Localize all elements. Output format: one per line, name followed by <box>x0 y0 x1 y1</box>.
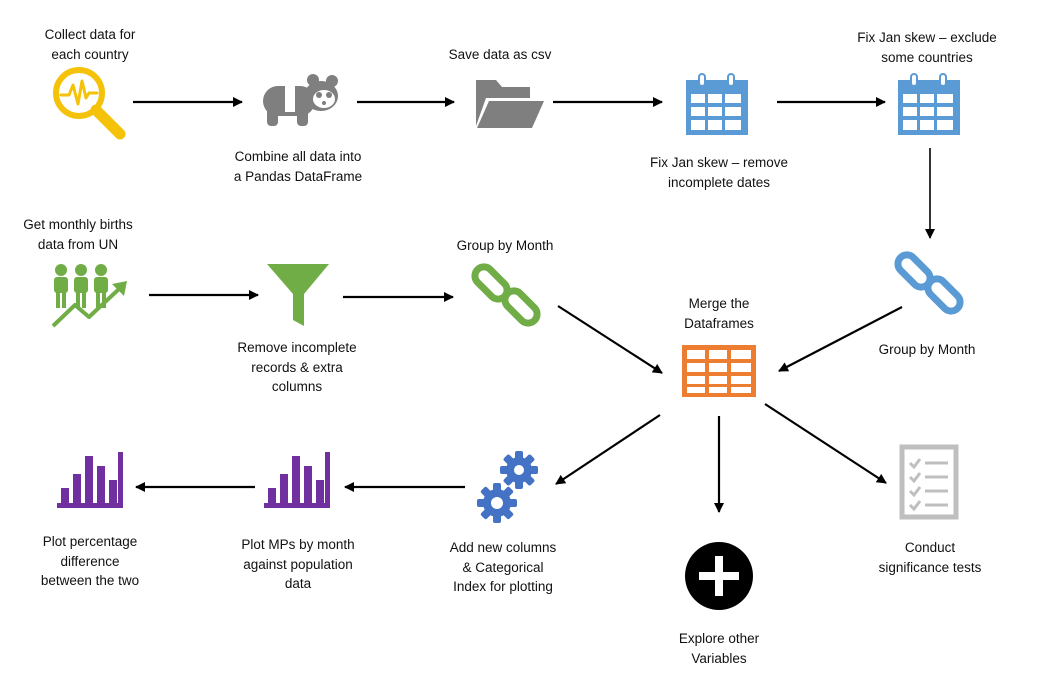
node-label-group-right: Group by Month <box>878 342 976 357</box>
node-label-combine: Combine all data into a Pandas DataFrame <box>233 149 363 184</box>
chain-link-icon <box>471 263 541 327</box>
bar-chart-icon <box>264 452 330 508</box>
node-label-fix-remove: Fix Jan skew – remove incomplete dates <box>649 155 789 190</box>
node-label-plot-pct: Plot percentage difference between the t… <box>40 534 140 588</box>
folder-icon <box>476 80 544 128</box>
calendar-icon <box>898 73 960 135</box>
arrow-merge-to-add <box>555 414 661 485</box>
table-icon <box>682 345 756 397</box>
plus-circle-icon <box>685 542 753 610</box>
node-label-significance: Conduct significance tests <box>878 540 982 575</box>
arrow-group-right-to-merge <box>778 306 903 372</box>
node-label-remove-incomplete: Remove incomplete records & extra column… <box>237 340 357 394</box>
calendar-icon <box>686 73 748 135</box>
node-label-merge: Merge the Dataframes <box>684 296 754 331</box>
node-label-group-left: Group by Month <box>456 238 554 253</box>
population-growth-icon <box>51 264 127 328</box>
node-label-explore: Explore other Variables <box>678 631 760 666</box>
node-label-save-csv: Save data as csv <box>448 47 552 62</box>
node-label-plot-mps: Plot MPs by month against population dat… <box>241 537 355 591</box>
arrow-group-left-to-merge <box>557 305 663 374</box>
node-label-fix-exclude: Fix Jan skew – exclude some countries <box>857 30 997 65</box>
bar-chart-icon <box>57 452 123 508</box>
funnel-icon <box>267 264 329 326</box>
magnifier-pulse-icon <box>53 67 126 140</box>
checklist-icon <box>899 444 959 520</box>
node-label-births: Get monthly births data from UN <box>23 217 133 252</box>
arrow-merge-to-significance <box>764 403 887 484</box>
chain-link-icon <box>894 251 964 315</box>
gears-icon <box>477 451 538 523</box>
node-label-add-columns: Add new columns & Categorical Index for … <box>449 540 557 594</box>
node-label-collect: Collect data for each country <box>44 27 136 62</box>
panda-icon <box>263 74 338 126</box>
